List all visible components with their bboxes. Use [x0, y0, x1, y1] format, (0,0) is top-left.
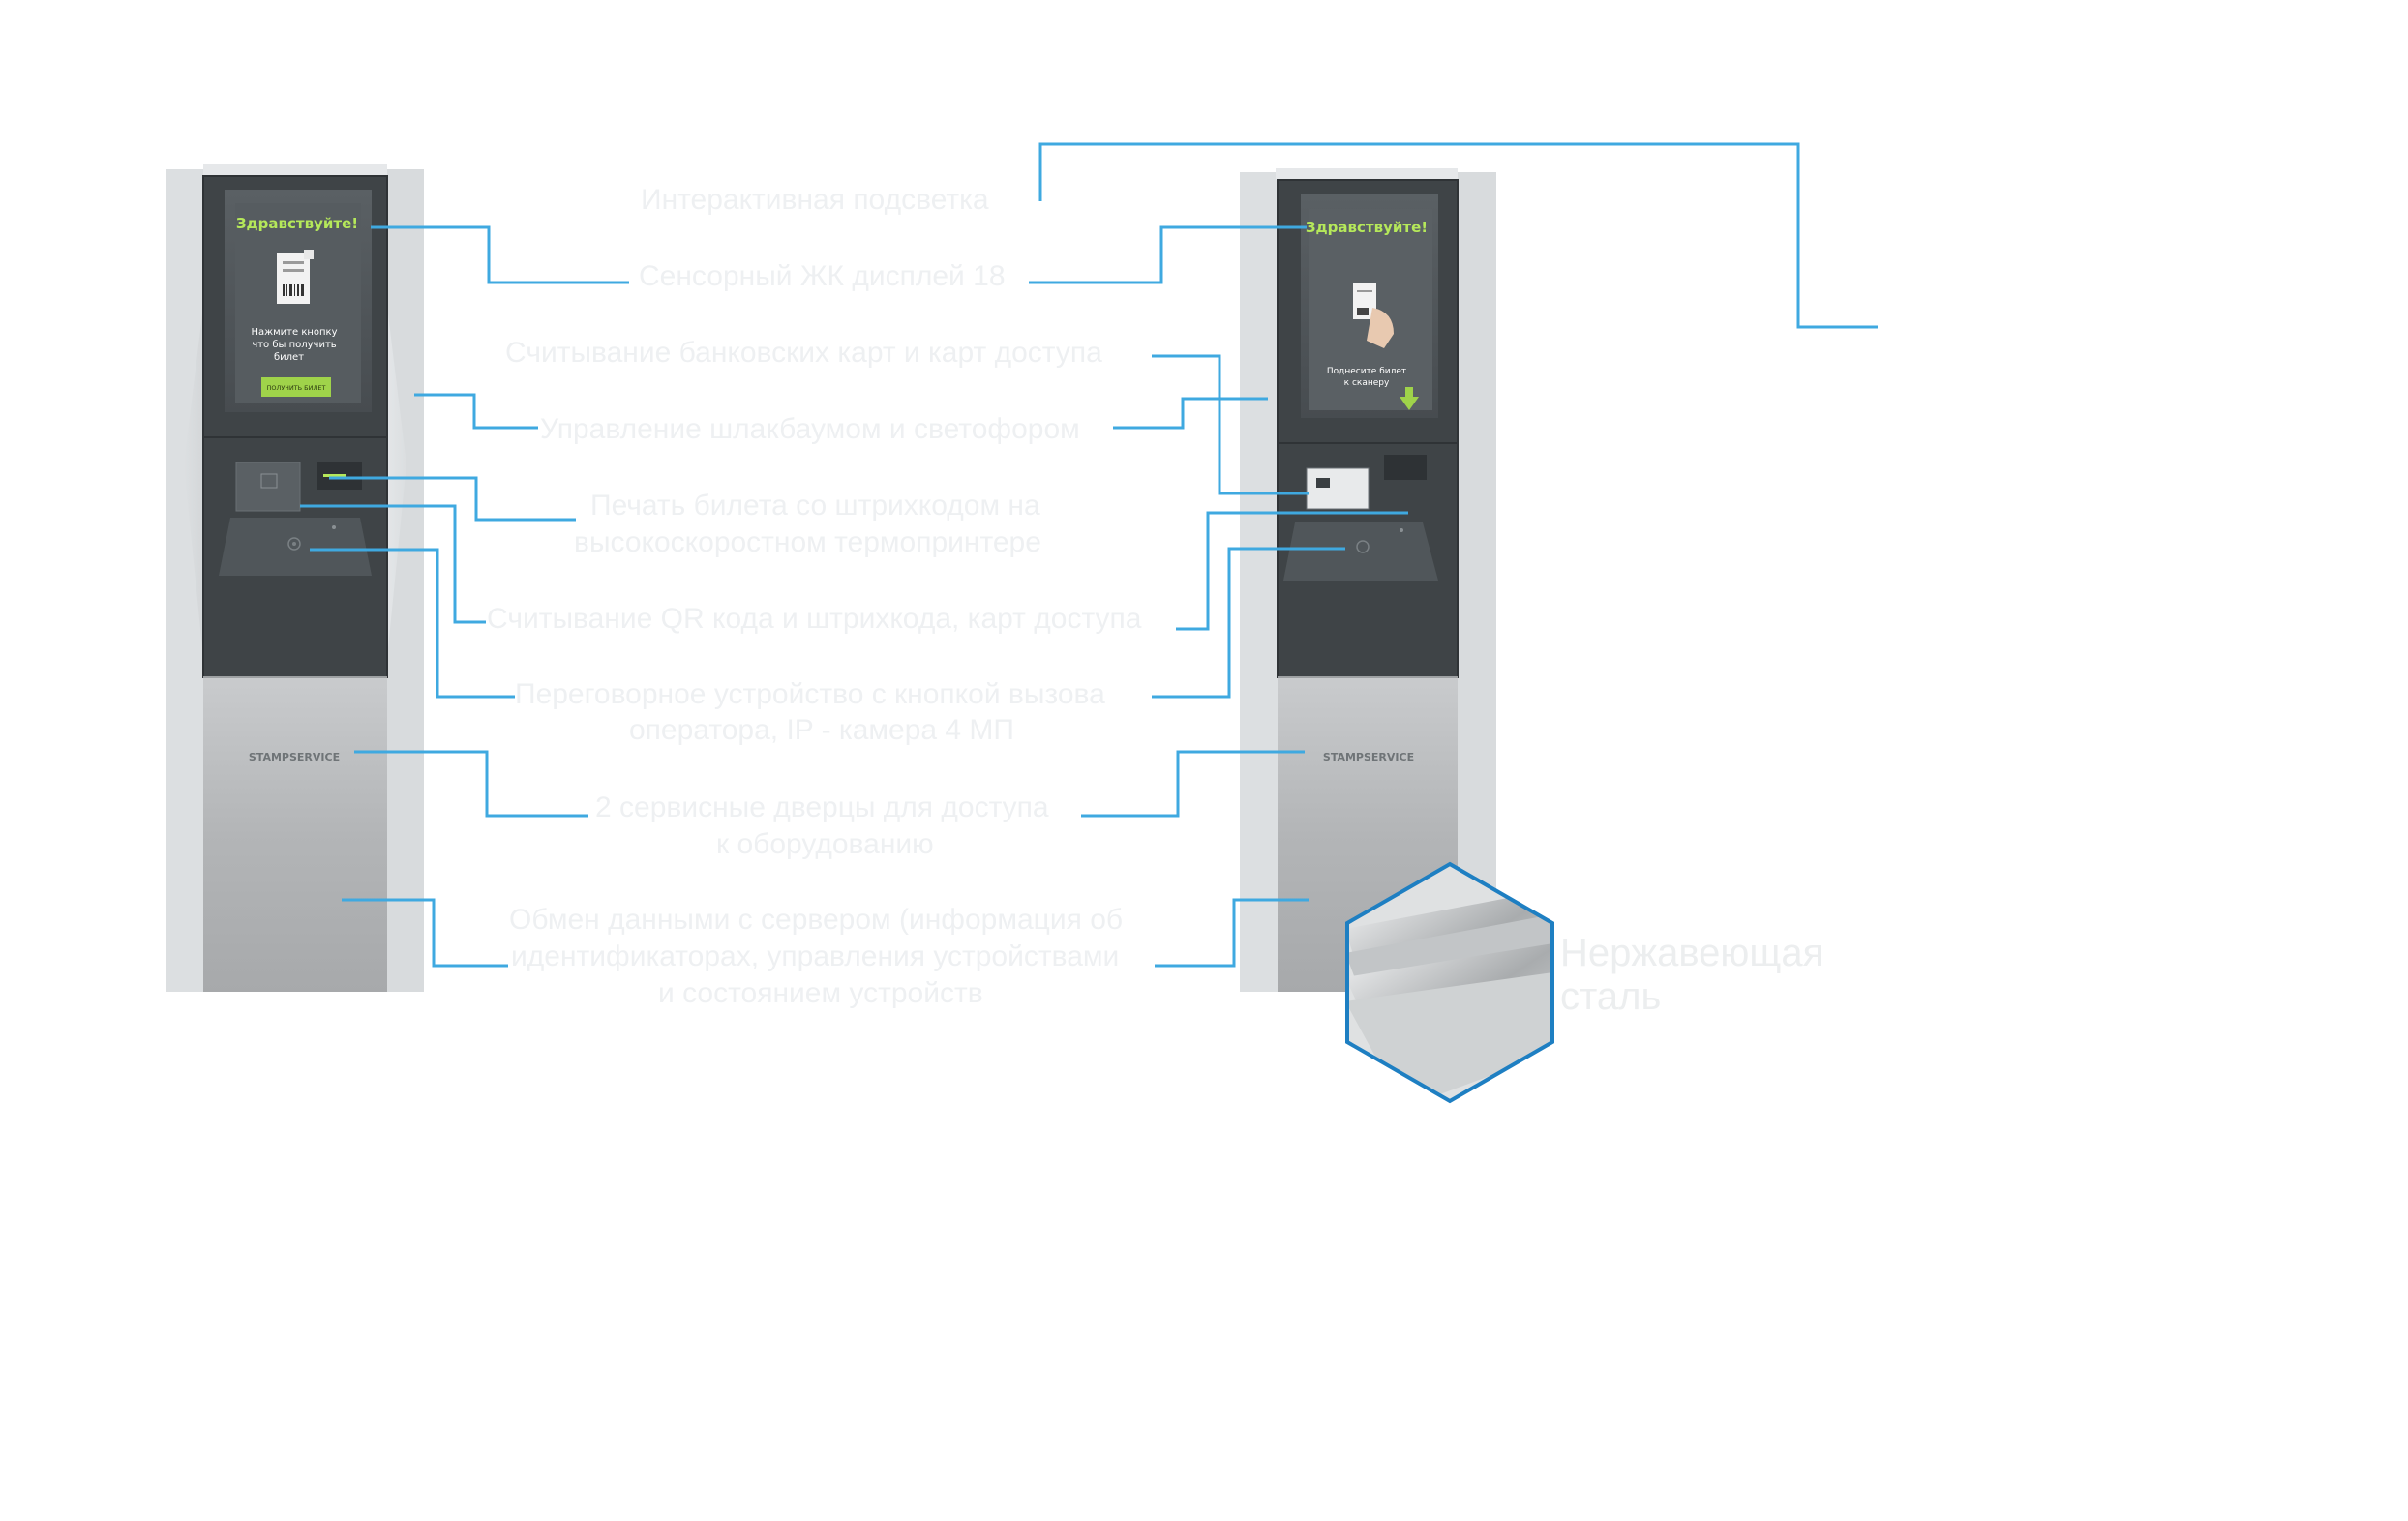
stainless-steel-badge	[1345, 861, 1554, 1104]
get-ticket-button[interactable]	[261, 377, 331, 397]
callout-doors-right	[1081, 750, 1305, 818]
kiosk-right-brand: STAMPSERVICE	[1323, 751, 1414, 763]
kiosk-right-prompt-1: Поднесите билет	[1327, 367, 1406, 376]
kiosk-right: Здравствуйте! Поднесите билет к сканеру …	[1240, 168, 1496, 992]
qr-scanner-panel	[219, 518, 372, 576]
card-reader-right	[1306, 467, 1370, 510]
ticket-image	[277, 254, 310, 304]
kiosk-left-prompt-2: что бы получить	[252, 340, 336, 350]
speaker-icon-right	[1356, 540, 1370, 553]
label-server-2: идентификаторах, управления устройствами	[511, 940, 1120, 972]
kiosk-left-brand: STAMPSERVICE	[249, 751, 340, 763]
printer-slot-right	[1384, 455, 1427, 480]
label-server-3: и состоянием устройств	[658, 977, 983, 1009]
callout-server-left	[342, 898, 508, 968]
kiosk-left-greeting: Здравствуйте!	[236, 215, 358, 232]
label-backlight: Интерактивная подсветка	[641, 184, 989, 216]
label-doors-1: 2 сервисные дверцы для доступа	[595, 791, 1049, 823]
callout-intercom-left	[310, 548, 515, 699]
arrow-down-icon	[1400, 387, 1419, 410]
label-intercom-2: оператора, IP - камера 4 МП	[629, 714, 1014, 746]
label-qr: Считывание QR кода и штрихкода, карт дос…	[487, 603, 1142, 635]
label-server-1: Обмен данными с сервером (информация об	[509, 904, 1124, 936]
kiosk-left-prompt-1: Нажмите кнопку	[251, 327, 337, 338]
label-steel-1: Нержавеющая	[1560, 932, 1824, 974]
kiosk-left-steel-base	[203, 677, 387, 992]
speaker-icon	[287, 537, 301, 551]
label-doors-2: к оборудованию	[716, 828, 934, 860]
label-printer-2: высокоскоростном термопринтере	[574, 526, 1041, 558]
callout-doors-left	[354, 750, 588, 818]
callout-display-right	[1029, 225, 1307, 284]
callout-lines	[300, 142, 1878, 968]
label-steel-2: сталь	[1560, 975, 1662, 1018]
hand-ticket-icon	[1353, 283, 1394, 348]
label-printer-1: Печать билета со штрихкодом на	[590, 490, 1040, 522]
callout-qr-left	[300, 504, 486, 624]
label-intercom-1: Переговорное устройство с кнопкой вызова	[515, 678, 1105, 710]
callout-barrier-left	[414, 393, 538, 430]
kiosk-right-greeting: Здравствуйте!	[1306, 219, 1428, 236]
label-barrier: Управление шлакбаумом и светофором	[540, 413, 1080, 445]
callout-display-left	[371, 225, 629, 284]
kiosk-right-prompt-2: к сканеру	[1344, 378, 1390, 388]
label-display: Сенсорный ЖК дисплей 18	[639, 260, 1006, 292]
get-ticket-button-label: ПОЛУЧИТЬ БИЛЕТ	[267, 384, 326, 392]
card-reader	[235, 462, 301, 512]
kiosk-left: Здравствуйте! Нажмите кнопку что бы полу…	[166, 164, 424, 992]
callout-printer-left	[329, 476, 576, 522]
label-cards: Считывание банковских карт и карт доступ…	[505, 337, 1102, 369]
barcode-icon	[283, 284, 304, 296]
callout-cards-right	[1152, 354, 1309, 495]
kiosk-left-prompt-3: билет	[274, 352, 304, 363]
callout-backlight	[1038, 142, 1878, 329]
callout-server-right	[1155, 898, 1309, 968]
callout-intercom-right	[1152, 547, 1345, 699]
callout-barrier-right	[1113, 397, 1268, 430]
